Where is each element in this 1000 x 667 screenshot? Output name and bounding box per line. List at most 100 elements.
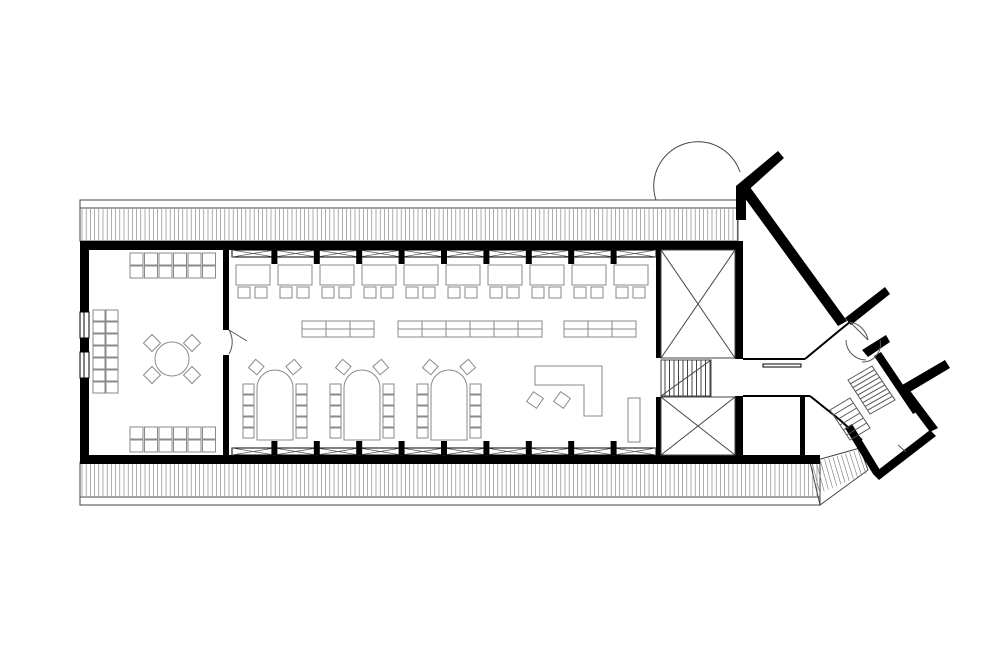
bench xyxy=(587,328,613,338)
chair xyxy=(329,427,342,439)
bench xyxy=(445,328,471,338)
chair xyxy=(242,405,255,417)
bench xyxy=(421,328,447,338)
pier-bottom xyxy=(610,441,617,455)
chair xyxy=(469,394,482,406)
chair xyxy=(295,427,308,439)
bench xyxy=(587,320,613,330)
entrance-canopy xyxy=(653,141,741,201)
chair xyxy=(531,286,545,299)
chair xyxy=(382,394,395,406)
bench xyxy=(611,328,637,338)
chair xyxy=(416,383,429,395)
chair xyxy=(295,383,308,395)
chair xyxy=(416,405,429,417)
chair xyxy=(464,286,478,299)
chair xyxy=(459,358,477,376)
pier-top xyxy=(313,250,320,264)
chair xyxy=(329,383,342,395)
meeting-table xyxy=(343,369,381,441)
chair xyxy=(202,252,216,266)
pier-bottom xyxy=(271,441,278,455)
chair xyxy=(321,286,335,299)
bench xyxy=(349,320,375,330)
pier-top xyxy=(398,250,405,264)
pier-bottom xyxy=(568,441,575,455)
chair xyxy=(173,426,187,440)
chair xyxy=(615,286,629,299)
bench xyxy=(611,320,637,330)
pier-top xyxy=(271,250,278,264)
east-wing-details xyxy=(829,321,907,453)
chair xyxy=(372,358,390,376)
desk xyxy=(529,264,565,286)
desk xyxy=(403,264,439,286)
chair xyxy=(242,427,255,439)
chair xyxy=(422,286,436,299)
chair xyxy=(105,381,119,394)
chair xyxy=(382,383,395,395)
roof-strip-bottom xyxy=(79,461,821,506)
chair xyxy=(416,416,429,428)
chair xyxy=(548,286,562,299)
chair xyxy=(338,286,352,299)
chair xyxy=(279,286,293,299)
pier-bottom xyxy=(313,441,320,455)
pier-bottom xyxy=(441,441,447,455)
chair xyxy=(363,286,377,299)
chair xyxy=(247,358,265,376)
pier-bottom xyxy=(525,441,532,455)
pier-top xyxy=(441,250,447,264)
bench xyxy=(469,320,495,330)
chair xyxy=(489,286,503,299)
chair xyxy=(144,426,158,440)
chair xyxy=(242,394,255,406)
meeting-table xyxy=(430,369,468,441)
chair xyxy=(187,426,202,440)
bench xyxy=(469,328,495,338)
desk xyxy=(487,264,523,286)
bench xyxy=(563,320,589,330)
chair xyxy=(254,286,268,299)
chair xyxy=(173,252,187,266)
desk xyxy=(571,264,607,286)
bench xyxy=(517,320,543,330)
chair xyxy=(469,416,482,428)
chair xyxy=(129,439,144,453)
desk xyxy=(361,264,397,286)
chair xyxy=(242,416,255,428)
bench xyxy=(493,320,519,330)
side-room-door xyxy=(228,329,248,355)
chair xyxy=(382,416,395,428)
chair xyxy=(187,265,202,279)
chair xyxy=(158,265,173,279)
chair xyxy=(105,321,119,334)
chair xyxy=(144,265,158,279)
chair xyxy=(105,309,119,322)
chair xyxy=(506,286,520,299)
desk xyxy=(277,264,313,286)
east-wing-walls xyxy=(736,151,950,480)
bench xyxy=(325,328,351,338)
chair xyxy=(329,394,342,406)
chair xyxy=(329,405,342,417)
pier-bottom xyxy=(356,441,363,455)
chair xyxy=(469,405,482,417)
pier-top xyxy=(483,250,490,264)
chair xyxy=(158,252,173,266)
chair xyxy=(295,416,308,428)
chair xyxy=(105,333,119,346)
chair xyxy=(380,286,394,299)
pier-bottom xyxy=(398,441,405,455)
chair xyxy=(295,394,308,406)
chair xyxy=(173,439,187,453)
pier-top xyxy=(610,250,617,264)
chair xyxy=(416,394,429,406)
chair xyxy=(158,426,173,440)
chair xyxy=(105,357,119,370)
window-bays-top xyxy=(231,249,657,264)
bench xyxy=(397,328,423,338)
meeting-table xyxy=(256,369,294,441)
chair xyxy=(242,383,255,395)
chair xyxy=(334,358,352,376)
